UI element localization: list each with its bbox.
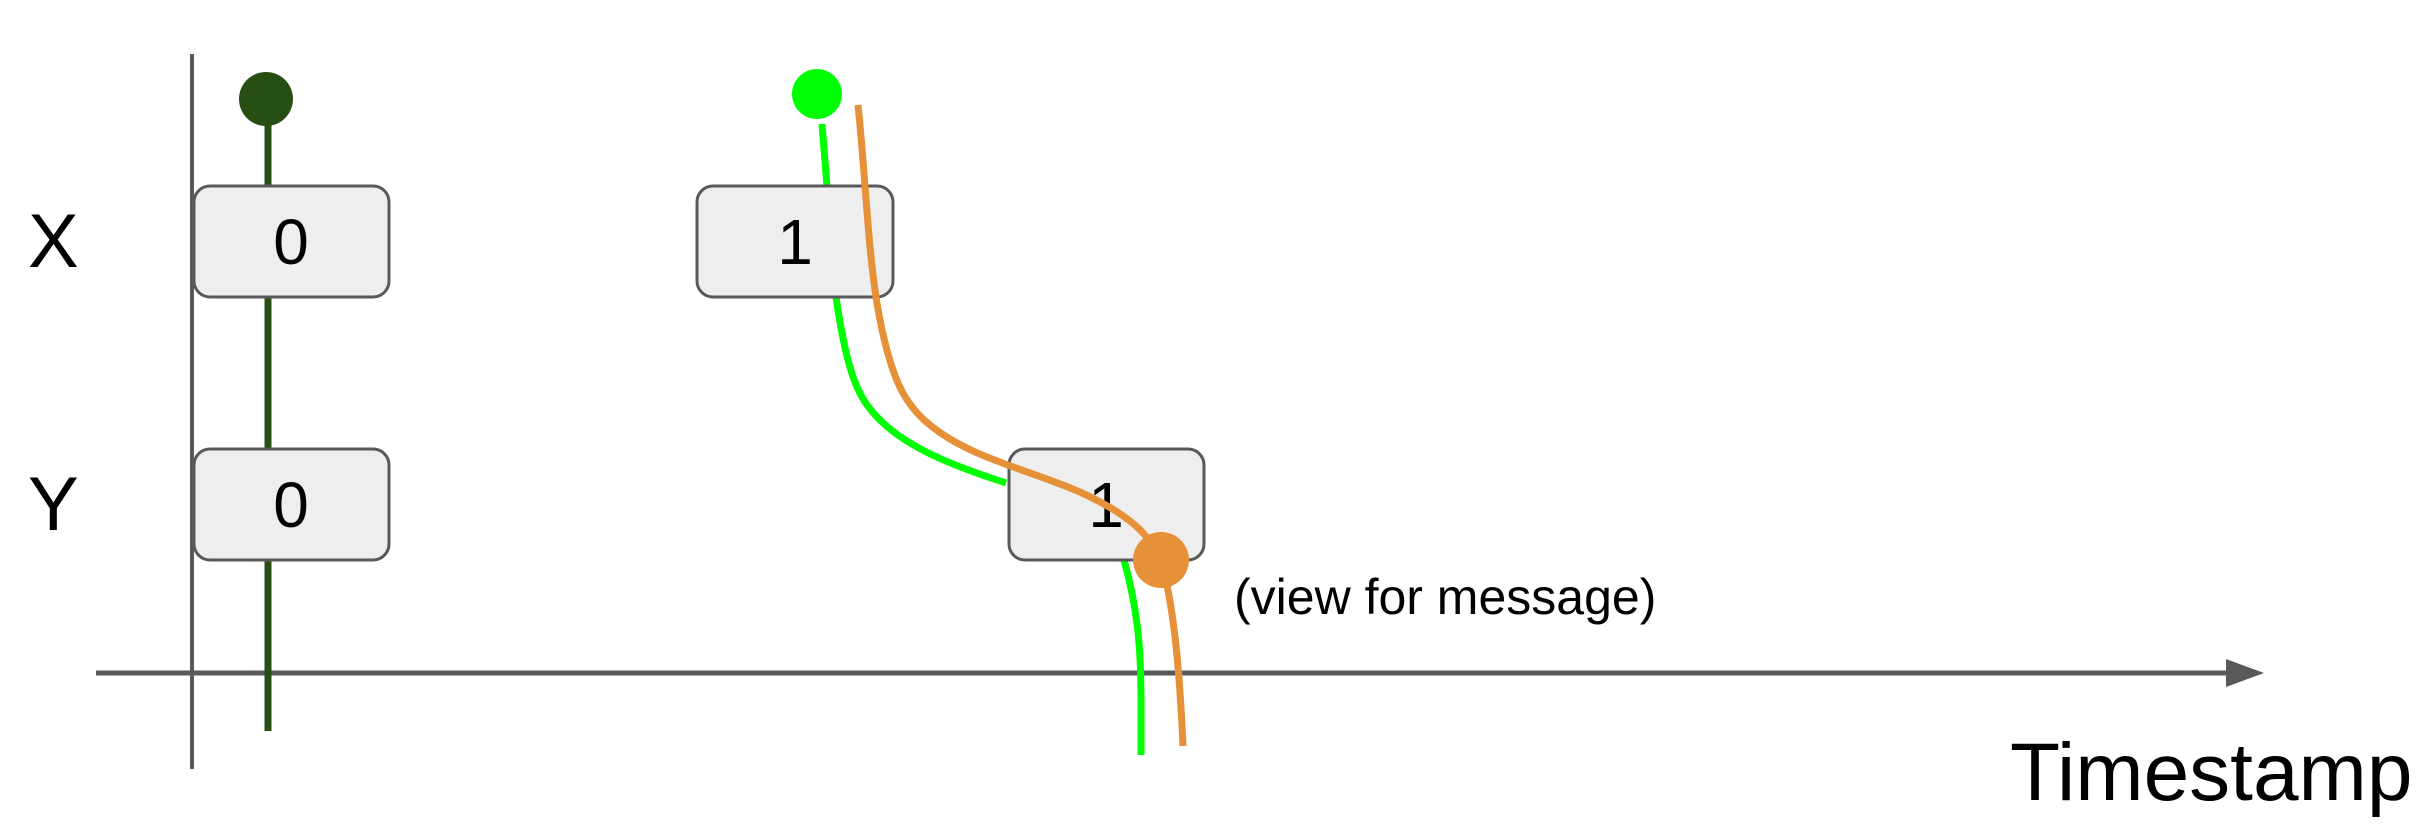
box-x0: 0 bbox=[192, 184, 391, 299]
message-dot[interactable] bbox=[1133, 532, 1189, 588]
box-y0: 0 bbox=[192, 447, 391, 562]
row-label-x: X bbox=[28, 199, 79, 284]
time-axis-arrowhead bbox=[2226, 659, 2264, 687]
svg-text:0: 0 bbox=[273, 469, 309, 541]
message-line bbox=[854, 104, 1187, 747]
time-axis-label: Timestamp bbox=[2010, 727, 2412, 818]
version-0-dot bbox=[239, 72, 293, 126]
svg-text:0: 0 bbox=[273, 206, 309, 278]
version-1-line bbox=[818, 123, 1145, 755]
svg-text:1: 1 bbox=[777, 206, 813, 278]
view-message-annotation[interactable]: (view for message) bbox=[1234, 569, 1656, 625]
box-x1: 1 bbox=[695, 184, 895, 299]
row-label-y: Y bbox=[28, 462, 79, 547]
version-1-dot bbox=[792, 69, 842, 119]
